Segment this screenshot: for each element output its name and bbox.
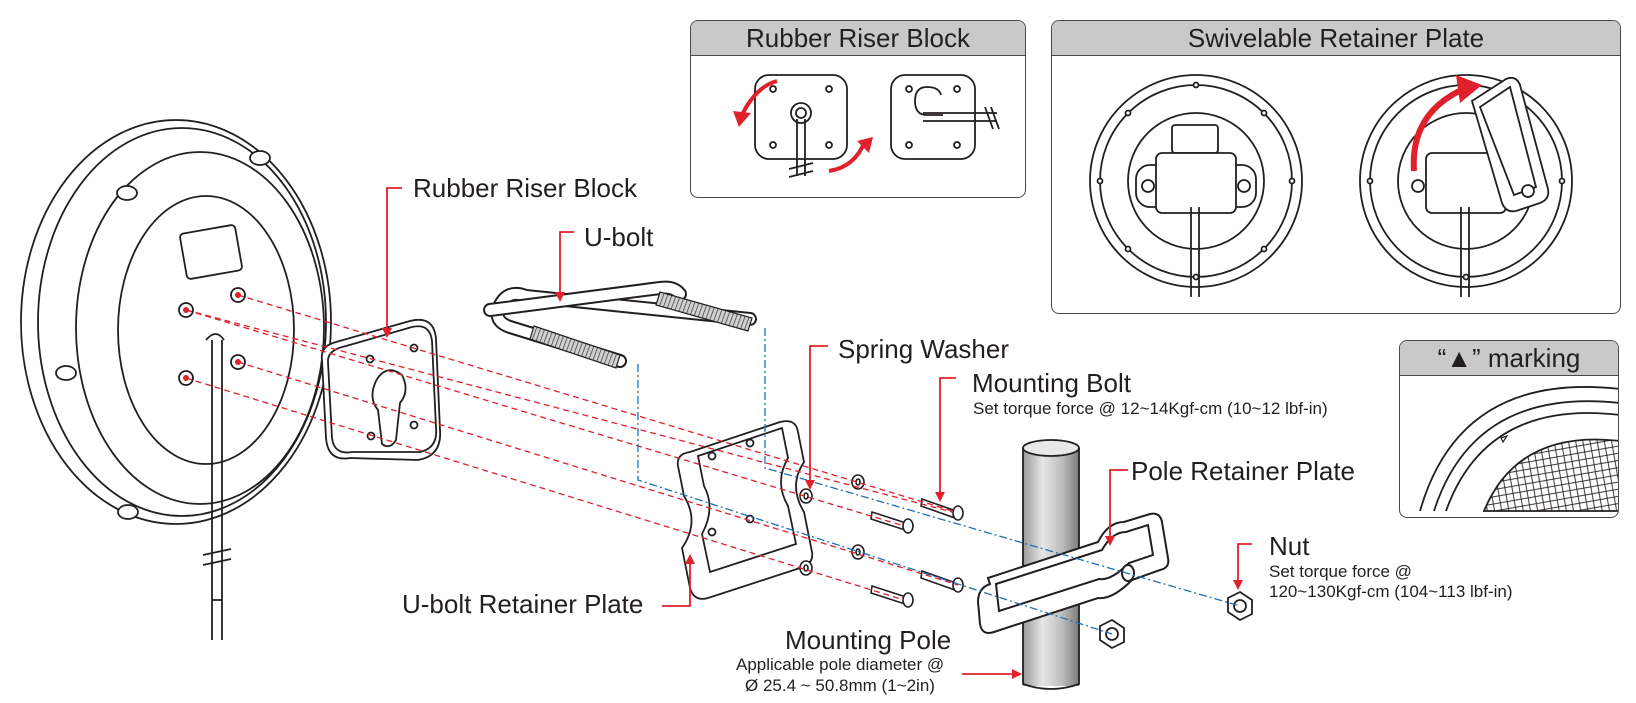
rubber-riser-block — [320, 318, 441, 461]
label-pole-diameter-line2: Ø 25.4 ~ 50.8mm (1~2in) — [745, 676, 935, 695]
mounting-bolts — [870, 497, 964, 608]
inset-swivelable-retainer-plate-title: Swivelable Retainer Plate — [1052, 21, 1620, 56]
label-nut-torque-line2: 120~130Kgf-cm (104~113 lbf-in) — [1269, 582, 1513, 601]
inset-rubber-riser-block-drawing — [733, 74, 1000, 178]
label-nut-torque-line1: Set torque force @ — [1269, 562, 1412, 581]
label-nut: Nut — [1269, 531, 1310, 561]
antenna-unit — [20, 119, 332, 640]
callout-arrowheads — [382, 292, 1243, 679]
inset-marking-drawing — [1419, 386, 1618, 512]
ubolt-guide-lines — [637, 328, 1241, 635]
label-mounting-bolt: Mounting Bolt — [972, 368, 1131, 398]
u-bolt — [483, 280, 757, 369]
spring-washers — [799, 474, 865, 576]
u-bolt-retainer-plate — [676, 420, 814, 600]
label-u-bolt: U-bolt — [584, 222, 654, 252]
inset-rubber-riser-block-title: Rubber Riser Block — [691, 21, 1025, 56]
label-mounting-pole: Mounting Pole — [785, 625, 952, 655]
inset-rubber-riser-block: Rubber Riser Block — [690, 20, 1026, 198]
bolt-guide-lines — [185, 294, 959, 601]
label-u-bolt-retainer-plate: U-bolt Retainer Plate — [402, 589, 644, 619]
label-spring-washer: Spring Washer — [838, 334, 1009, 364]
inset-marking: “▲” marking — [1399, 340, 1619, 518]
inset-swivelable-retainer-plate: Swivelable Retainer Plate — [1051, 20, 1621, 314]
label-rubber-riser-block: Rubber Riser Block — [413, 173, 637, 203]
inset-marking-title: “▲” marking — [1400, 341, 1618, 376]
pole-retainer-plate — [976, 512, 1170, 634]
label-mounting-bolt-torque: Set torque force @ 12~14Kgf-cm (10~12 lb… — [973, 399, 1328, 418]
inset-swivelable-retainer-plate-drawing — [1089, 74, 1573, 297]
label-pole-diameter-line1: Applicable pole diameter @ — [736, 655, 945, 674]
callout-leaders — [386, 187, 1252, 675]
label-pole-retainer-plate: Pole Retainer Plate — [1131, 456, 1356, 486]
nuts — [1099, 590, 1253, 650]
